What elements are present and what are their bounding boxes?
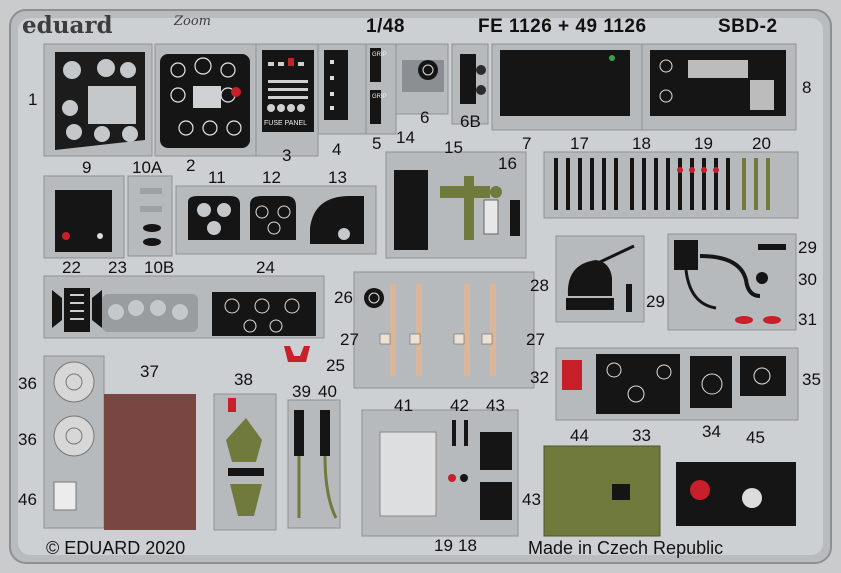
eduard-logo-text: eduard [22,12,113,39]
part-label-10b: 10B [144,258,175,277]
zoom-logo-text: Zoom [174,14,212,29]
part-label-28: 28 [530,276,549,295]
part-label-26: 26 [334,288,353,307]
part-label-4: 4 [332,140,342,159]
part-1-instrument-panel [43,43,153,157]
parts-29-31-hoses [667,233,797,331]
scale-label: 1/48 [366,16,405,37]
part-label-39: 39 [292,382,311,401]
part-8-radio-panel [641,43,797,131]
part-44-33-olive-panel [543,445,661,537]
part-label-19-bottom: 19 [434,536,453,555]
part-2-instrument-panel-printed [154,43,264,157]
grip-text-1: GRIP [372,52,387,58]
part-3-fuse-panel [255,43,319,157]
part-label-42: 42 [450,396,469,415]
part-label-22: 22 [62,258,81,277]
part-label-9: 9 [82,158,92,177]
copyright-text: © EDUARD 2020 [46,538,186,558]
part-label-43-top: 43 [486,396,505,415]
parts-17-20-rods [543,151,799,219]
part-label-33: 33 [632,426,651,445]
part-label-44: 44 [570,426,589,445]
part-6-radio-box [395,43,449,115]
part-label-41: 41 [394,396,413,415]
part-label-14: 14 [396,128,415,147]
part-label-16: 16 [498,154,517,173]
model-name: SBD-2 [718,16,778,37]
origin-text: Made in Czech Republic [528,538,724,558]
part-label-19: 19 [694,134,713,153]
part-label-20: 20 [752,134,771,153]
part-label-29-right: 29 [798,238,817,257]
part-label-13: 13 [328,168,347,187]
part-label-15: 15 [444,138,463,157]
part-label-17: 17 [570,134,589,153]
fuse-panel-text: FUSE PANEL [264,120,308,127]
part-label-6: 6 [420,108,430,127]
part-label-18: 18 [632,134,651,153]
parts-11-13-instrument-subpanels [175,185,377,255]
parts-41-43-boxes [361,409,519,537]
part-label-2: 2 [186,156,196,175]
part-label-8: 8 [802,78,812,97]
part-label-7: 7 [522,134,532,153]
part-4-switch-panel [317,43,367,135]
part-label-32: 32 [530,368,549,387]
parts-36-46-left-gears [43,355,105,529]
part-9-panel [43,175,125,259]
part-label-6b: 6B [460,112,481,131]
part-label-10a: 10A [132,158,163,177]
part-label-40: 40 [318,382,337,401]
part-10a-brackets [127,175,173,257]
part-label-36-bottom: 36 [18,430,37,449]
catalog-number: FE 1126 + 49 1126 [478,16,647,37]
part-6b-control-box [451,43,489,125]
part-label-18-bottom: 18 [458,536,477,555]
part-37-seat-back [104,394,196,530]
part-label-46: 46 [18,490,37,509]
part-label-36-top: 36 [18,374,37,393]
part-label-5: 5 [372,134,382,153]
part-38-oxygen [213,393,277,531]
parts-22-25-panels [43,275,325,339]
part-label-1: 1 [28,90,38,109]
part-label-29-left: 29 [646,292,665,311]
part-label-27-right: 27 [526,330,545,349]
part-label-45: 45 [746,428,765,447]
part-label-24: 24 [256,258,275,277]
part-label-3: 3 [282,146,292,165]
part-25-red-strap [284,346,310,362]
part-7-console-panel [491,43,643,131]
parts-28-29-throttle [555,235,645,323]
part-label-25: 25 [326,356,345,375]
part-label-30: 30 [798,270,817,289]
part-label-12: 12 [262,168,281,187]
part-label-31: 31 [798,310,817,329]
part-label-11: 11 [208,168,226,187]
parts-26-27-seat-belts [353,271,535,389]
part-label-35: 35 [802,370,821,389]
grip-text-2: GRIP [372,94,387,100]
part-label-38: 38 [234,370,253,389]
part-label-27-left: 27 [340,330,359,349]
part-45-black-panel [676,462,796,526]
part-label-23: 23 [108,258,127,277]
parts-39-40-lines [287,399,341,529]
parts-14-16-gunsight [385,151,527,259]
part-label-34: 34 [702,422,721,441]
parts-32-35-radio-set [555,347,799,421]
part-label-37: 37 [140,362,159,381]
part-label-43-right: 43 [522,490,541,509]
